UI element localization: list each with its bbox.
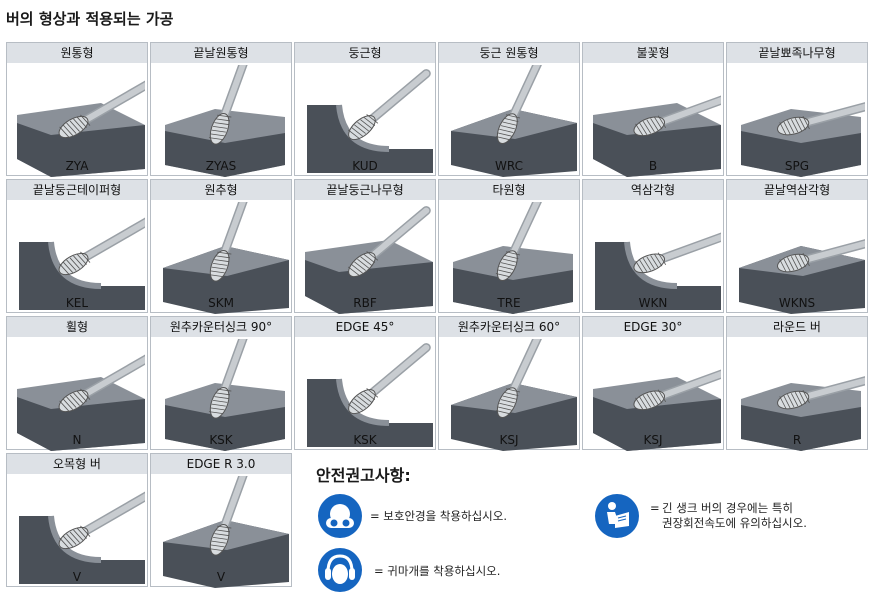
burr-cell: EDGE 30° KSJ (582, 316, 724, 451)
burr-cell: 오목형 버 V (6, 453, 148, 587)
burr-code: KSJ (643, 433, 663, 447)
burr-code: SPG (784, 159, 810, 173)
burr-illustration (595, 232, 721, 310)
burr-code: TRE (497, 296, 521, 310)
burr-cell: 둥근형 KUD (294, 42, 436, 176)
burr-code: R (792, 433, 802, 447)
burr-illustration (593, 369, 721, 451)
burr-cell: 라운드 버 R (726, 316, 868, 451)
burr-illustration (307, 69, 433, 173)
manual-reading-icon (595, 494, 639, 538)
burr-code: N (72, 433, 82, 447)
burr-illustration (165, 339, 285, 451)
burr-shape-name: 끝날원통형 (151, 43, 291, 63)
burr-shape-name: 원추카운터싱크 60° (439, 317, 579, 337)
burr-cell: 끝날원통형 ZYAS (150, 42, 292, 177)
burr-illustration (163, 476, 289, 588)
burr-shape-name: 불꽃형 (583, 43, 723, 63)
burr-illustration (739, 239, 865, 314)
burr-cell: 원추형 SKM (150, 179, 292, 314)
ear-protection-text: = 귀마개를 착용하십시오. (374, 564, 501, 578)
burr-illustration (163, 202, 289, 314)
burr-cell: 끝날역삼각형 WKNS (726, 179, 868, 314)
burr-cell: 역삼각형 WKN (582, 179, 724, 313)
burr-cell: 원추카운터싱크 60° KSJ (438, 316, 580, 451)
burr-cell: 원추카운터싱크 90° KSK (150, 316, 292, 451)
burr-shape-name: 오목형 버 (7, 454, 147, 474)
burr-shape-name: 둥근형 (295, 43, 435, 63)
burr-illustration (17, 80, 145, 177)
page-title: 버의 형상과 적용되는 가공 (6, 10, 174, 28)
burr-shape-name: 끝날둥근나무형 (295, 180, 435, 200)
burr-code: KSK (209, 433, 233, 447)
burr-shape-name: 둥근 원통형 (439, 43, 579, 63)
burr-illustration (593, 95, 721, 177)
goggles-icon (318, 494, 362, 538)
manual-text-line2: 권장회전속도에 유의하십시오. (662, 516, 807, 530)
burr-shape-name: 타원형 (439, 180, 579, 200)
burr-illustration (741, 102, 865, 177)
burr-cell: 휠형 N (6, 316, 148, 451)
burr-illustration (305, 206, 433, 314)
burr-illustration (741, 376, 865, 451)
burr-code: KUD (352, 159, 378, 173)
burr-code: WKNS (778, 296, 816, 310)
burr-code: ZYA (65, 159, 89, 173)
burr-cell: 둥근 원통형 WRC (438, 42, 580, 177)
manual-text-prefix: = (650, 501, 660, 515)
burr-illustration (451, 65, 577, 177)
burr-shape-name: 라운드 버 (727, 317, 867, 337)
burr-code: ZYAS (205, 159, 237, 173)
burr-code: V (72, 570, 82, 584)
burr-code: SKM (208, 296, 234, 310)
burr-code: KSJ (499, 433, 519, 447)
burr-shape-name: EDGE 30° (583, 317, 723, 337)
burr-shape-name: 원추카운터싱크 90° (151, 317, 291, 337)
burr-cell: 끝날뾰족나무형 SPG (726, 42, 868, 177)
goggles-text: = 보호안경을 착용하십시오. (370, 509, 507, 523)
burr-shape-name: EDGE 45° (295, 317, 435, 337)
burr-shape-name: 휠형 (7, 317, 147, 337)
burr-cell: 끝날둥근테이퍼형 KEL (6, 179, 148, 313)
burr-shape-name: 원통형 (7, 43, 147, 63)
burr-illustration (17, 354, 145, 451)
burr-illustration (165, 65, 285, 177)
burr-illustration (19, 217, 145, 310)
burr-cell: 원통형 ZYA (6, 42, 148, 177)
ear-protection-icon (318, 548, 362, 592)
burr-cell: 끝날둥근나무형 RBF (294, 179, 436, 314)
burr-illustration (453, 202, 573, 314)
burr-code: KSK (353, 433, 377, 447)
burr-shape-name: EDGE R 3.0 (151, 454, 291, 474)
burr-code: KEL (65, 296, 89, 310)
burr-cell: EDGE 45° KSK (294, 316, 436, 450)
burr-shape-name: 끝날역삼각형 (727, 180, 867, 200)
burr-shape-name: 끝날둥근테이퍼형 (7, 180, 147, 200)
burr-illustration (451, 339, 577, 451)
manual-text-line1: 긴 생크 버의 경우에는 특히 (662, 501, 794, 515)
burr-code: V (216, 570, 226, 584)
safety-title: 안전권고사항: (316, 466, 411, 485)
burr-shape-name: 원추형 (151, 180, 291, 200)
burr-illustration (19, 491, 145, 584)
burr-illustration (307, 343, 433, 447)
burr-cell: 타원형 TRE (438, 179, 580, 314)
burr-cell: 불꽃형 B (582, 42, 724, 177)
burr-shape-name: 역삼각형 (583, 180, 723, 200)
burr-shape-name: 끝날뾰족나무형 (727, 43, 867, 63)
burr-code: B (648, 159, 658, 173)
burr-code: RBF (353, 296, 377, 310)
burr-code: WRC (495, 159, 523, 173)
burr-code: WKN (638, 296, 668, 310)
